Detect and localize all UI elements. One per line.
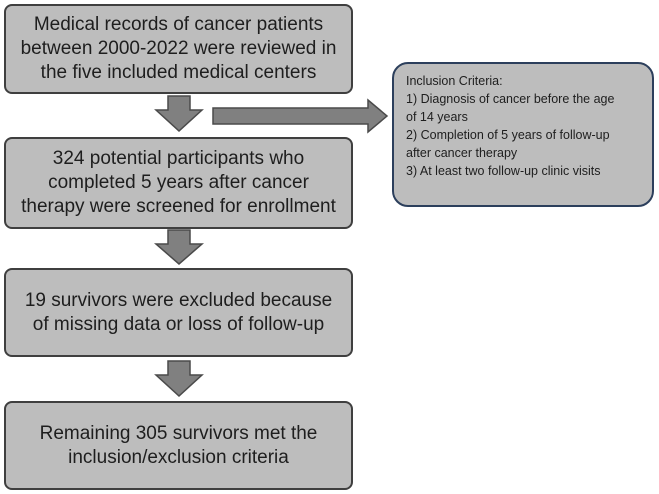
step-text-line: therapy were screened for enrollment <box>21 196 336 217</box>
inclusion-criteria-box: Inclusion Criteria: 1) Diagnosis of canc… <box>392 62 654 207</box>
step-text-line: Remaining 305 survivors met the <box>39 422 318 444</box>
down-arrow-icon <box>154 360 204 398</box>
step-box-excluded: 19 survivors were excluded because of mi… <box>4 268 353 357</box>
criteria-title: Inclusion Criteria: <box>406 74 503 88</box>
criteria-line: 3) At least two follow-up clinic visits <box>406 164 601 178</box>
criteria-line: after cancer therapy <box>406 146 518 160</box>
criteria-line: 1) Diagnosis of cancer before the age <box>406 92 615 106</box>
criteria-line: 2) Completion of 5 years of follow-up <box>406 128 610 142</box>
step-text-line: 19 survivors were excluded because <box>24 289 333 311</box>
step-box-screened: 324 potential participants who completed… <box>4 137 353 229</box>
down-arrow-icon <box>154 95 204 133</box>
step-text-line: 324 potential participants who <box>52 148 305 169</box>
step-text-line: inclusion/exclusion criteria <box>68 446 289 468</box>
step-box-final-cohort: Remaining 305 survivors met the inclusio… <box>4 401 353 490</box>
down-arrow-icon <box>153 229 205 265</box>
step-text-line: the five included medical centers <box>40 62 317 83</box>
step-text-line: between 2000-2022 were reviewed in <box>20 38 337 59</box>
right-arrow-icon <box>212 98 389 134</box>
step-box-records-review: Medical records of cancer patients betwe… <box>4 4 353 94</box>
step-text-line: of missing data or loss of follow-up <box>32 313 325 335</box>
step-text-line: Medical records of cancer patients <box>33 14 324 35</box>
step-text-line: completed 5 years after cancer <box>48 172 309 193</box>
criteria-line: of 14 years <box>406 110 468 124</box>
